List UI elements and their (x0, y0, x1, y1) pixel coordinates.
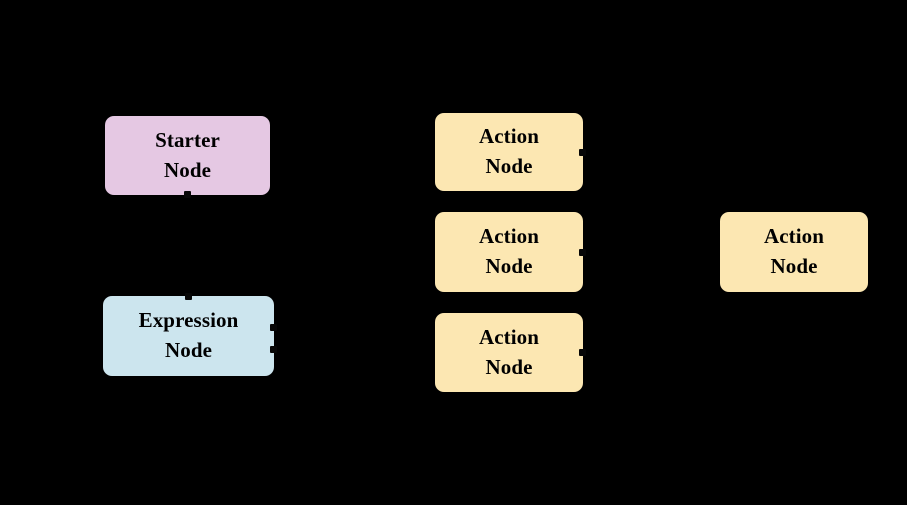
node-label-line-1: Action (478, 324, 540, 349)
node-label-line-2: Node (485, 154, 533, 178)
node-label-line-1: Expression (138, 308, 239, 333)
node-label-line-2: Node (485, 254, 533, 278)
node-port-right-lower[interactable] (270, 346, 277, 354)
node-port-right[interactable] (579, 349, 586, 356)
node-label-line-2: Node (770, 254, 818, 278)
node-port-right-upper[interactable] (270, 324, 277, 331)
graph-edge (583, 151, 719, 253)
graph-edge (583, 251, 719, 353)
node-label-line-2: Node (485, 354, 533, 379)
node-label-line-2: Node (163, 157, 212, 182)
node-label-line-1: Action (478, 124, 540, 149)
node-port-bottom[interactable] (184, 191, 191, 198)
node-port-top[interactable] (185, 293, 192, 300)
node-label-line-2: Node (164, 338, 213, 362)
node-label-line-1: Action (478, 224, 540, 249)
node-label-line-1: Action (763, 224, 825, 249)
node-label-line-1: Starter (155, 127, 220, 152)
graph-edge (274, 151, 434, 331)
node-port-right[interactable] (579, 148, 586, 156)
node-port-right[interactable] (579, 248, 586, 256)
